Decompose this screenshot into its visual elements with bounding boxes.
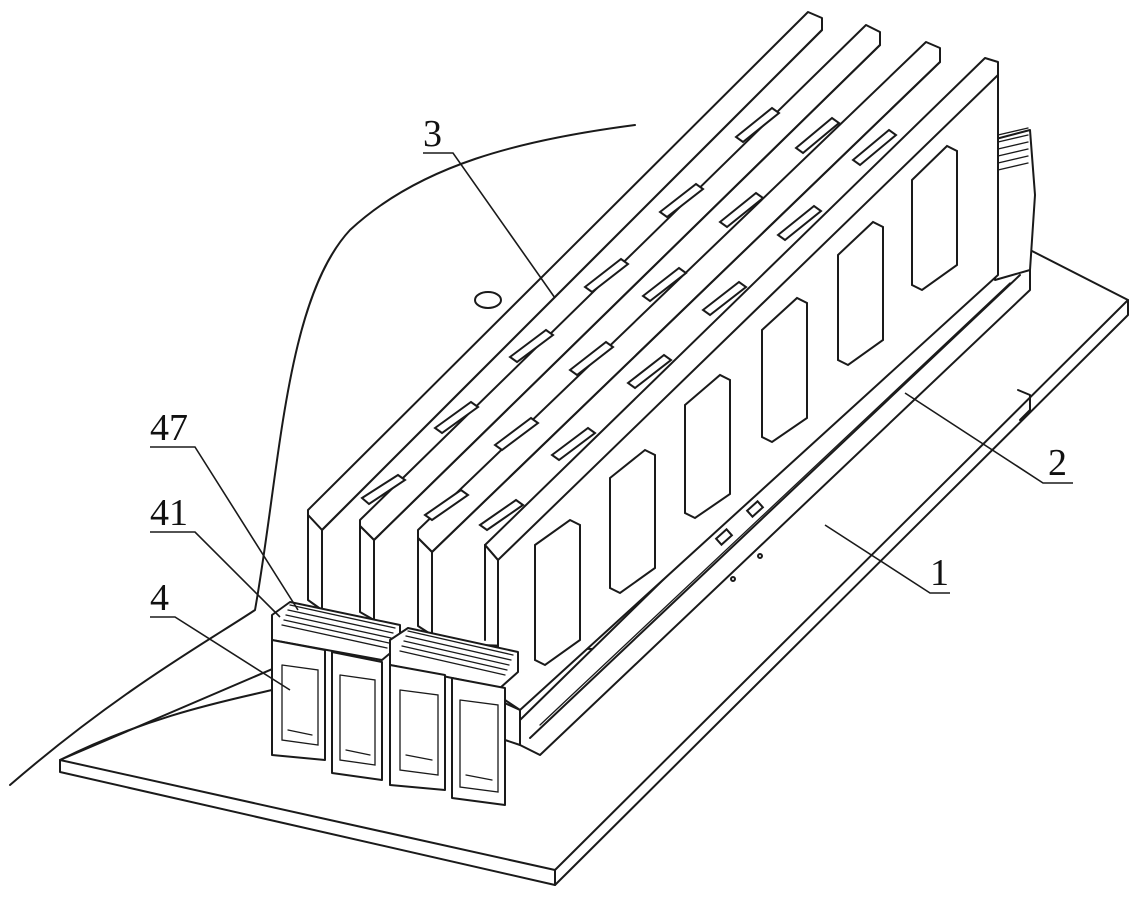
- leader-47: [150, 446, 299, 611]
- reference-labels: 3 2 1 47 41 4: [150, 113, 1067, 619]
- latch-right: [389, 627, 519, 806]
- latch-assembly: [271, 601, 521, 806]
- label-47: 47: [150, 407, 188, 449]
- leader-41: [150, 531, 281, 618]
- memory-module-2: [359, 24, 881, 621]
- leader-4: [150, 616, 291, 691]
- leader-2: [904, 392, 1073, 484]
- label-3: 3: [423, 113, 442, 155]
- latch-left: [271, 601, 401, 781]
- mounting-hole: [474, 291, 502, 309]
- memory-module-3: [417, 41, 941, 636]
- leader-3: [423, 152, 556, 299]
- leader-lines: [150, 152, 1073, 691]
- curved-sheet: [9, 124, 636, 786]
- leader-1: [824, 524, 950, 594]
- label-4: 4: [150, 577, 169, 619]
- socket-rail: [519, 127, 1036, 756]
- label-1: 1: [930, 552, 949, 594]
- front-chips: [534, 144, 958, 667]
- memory-modules: [307, 11, 999, 711]
- top-chip-edges: [360, 106, 898, 532]
- label-2: 2: [1048, 442, 1067, 484]
- label-41: 41: [150, 492, 188, 534]
